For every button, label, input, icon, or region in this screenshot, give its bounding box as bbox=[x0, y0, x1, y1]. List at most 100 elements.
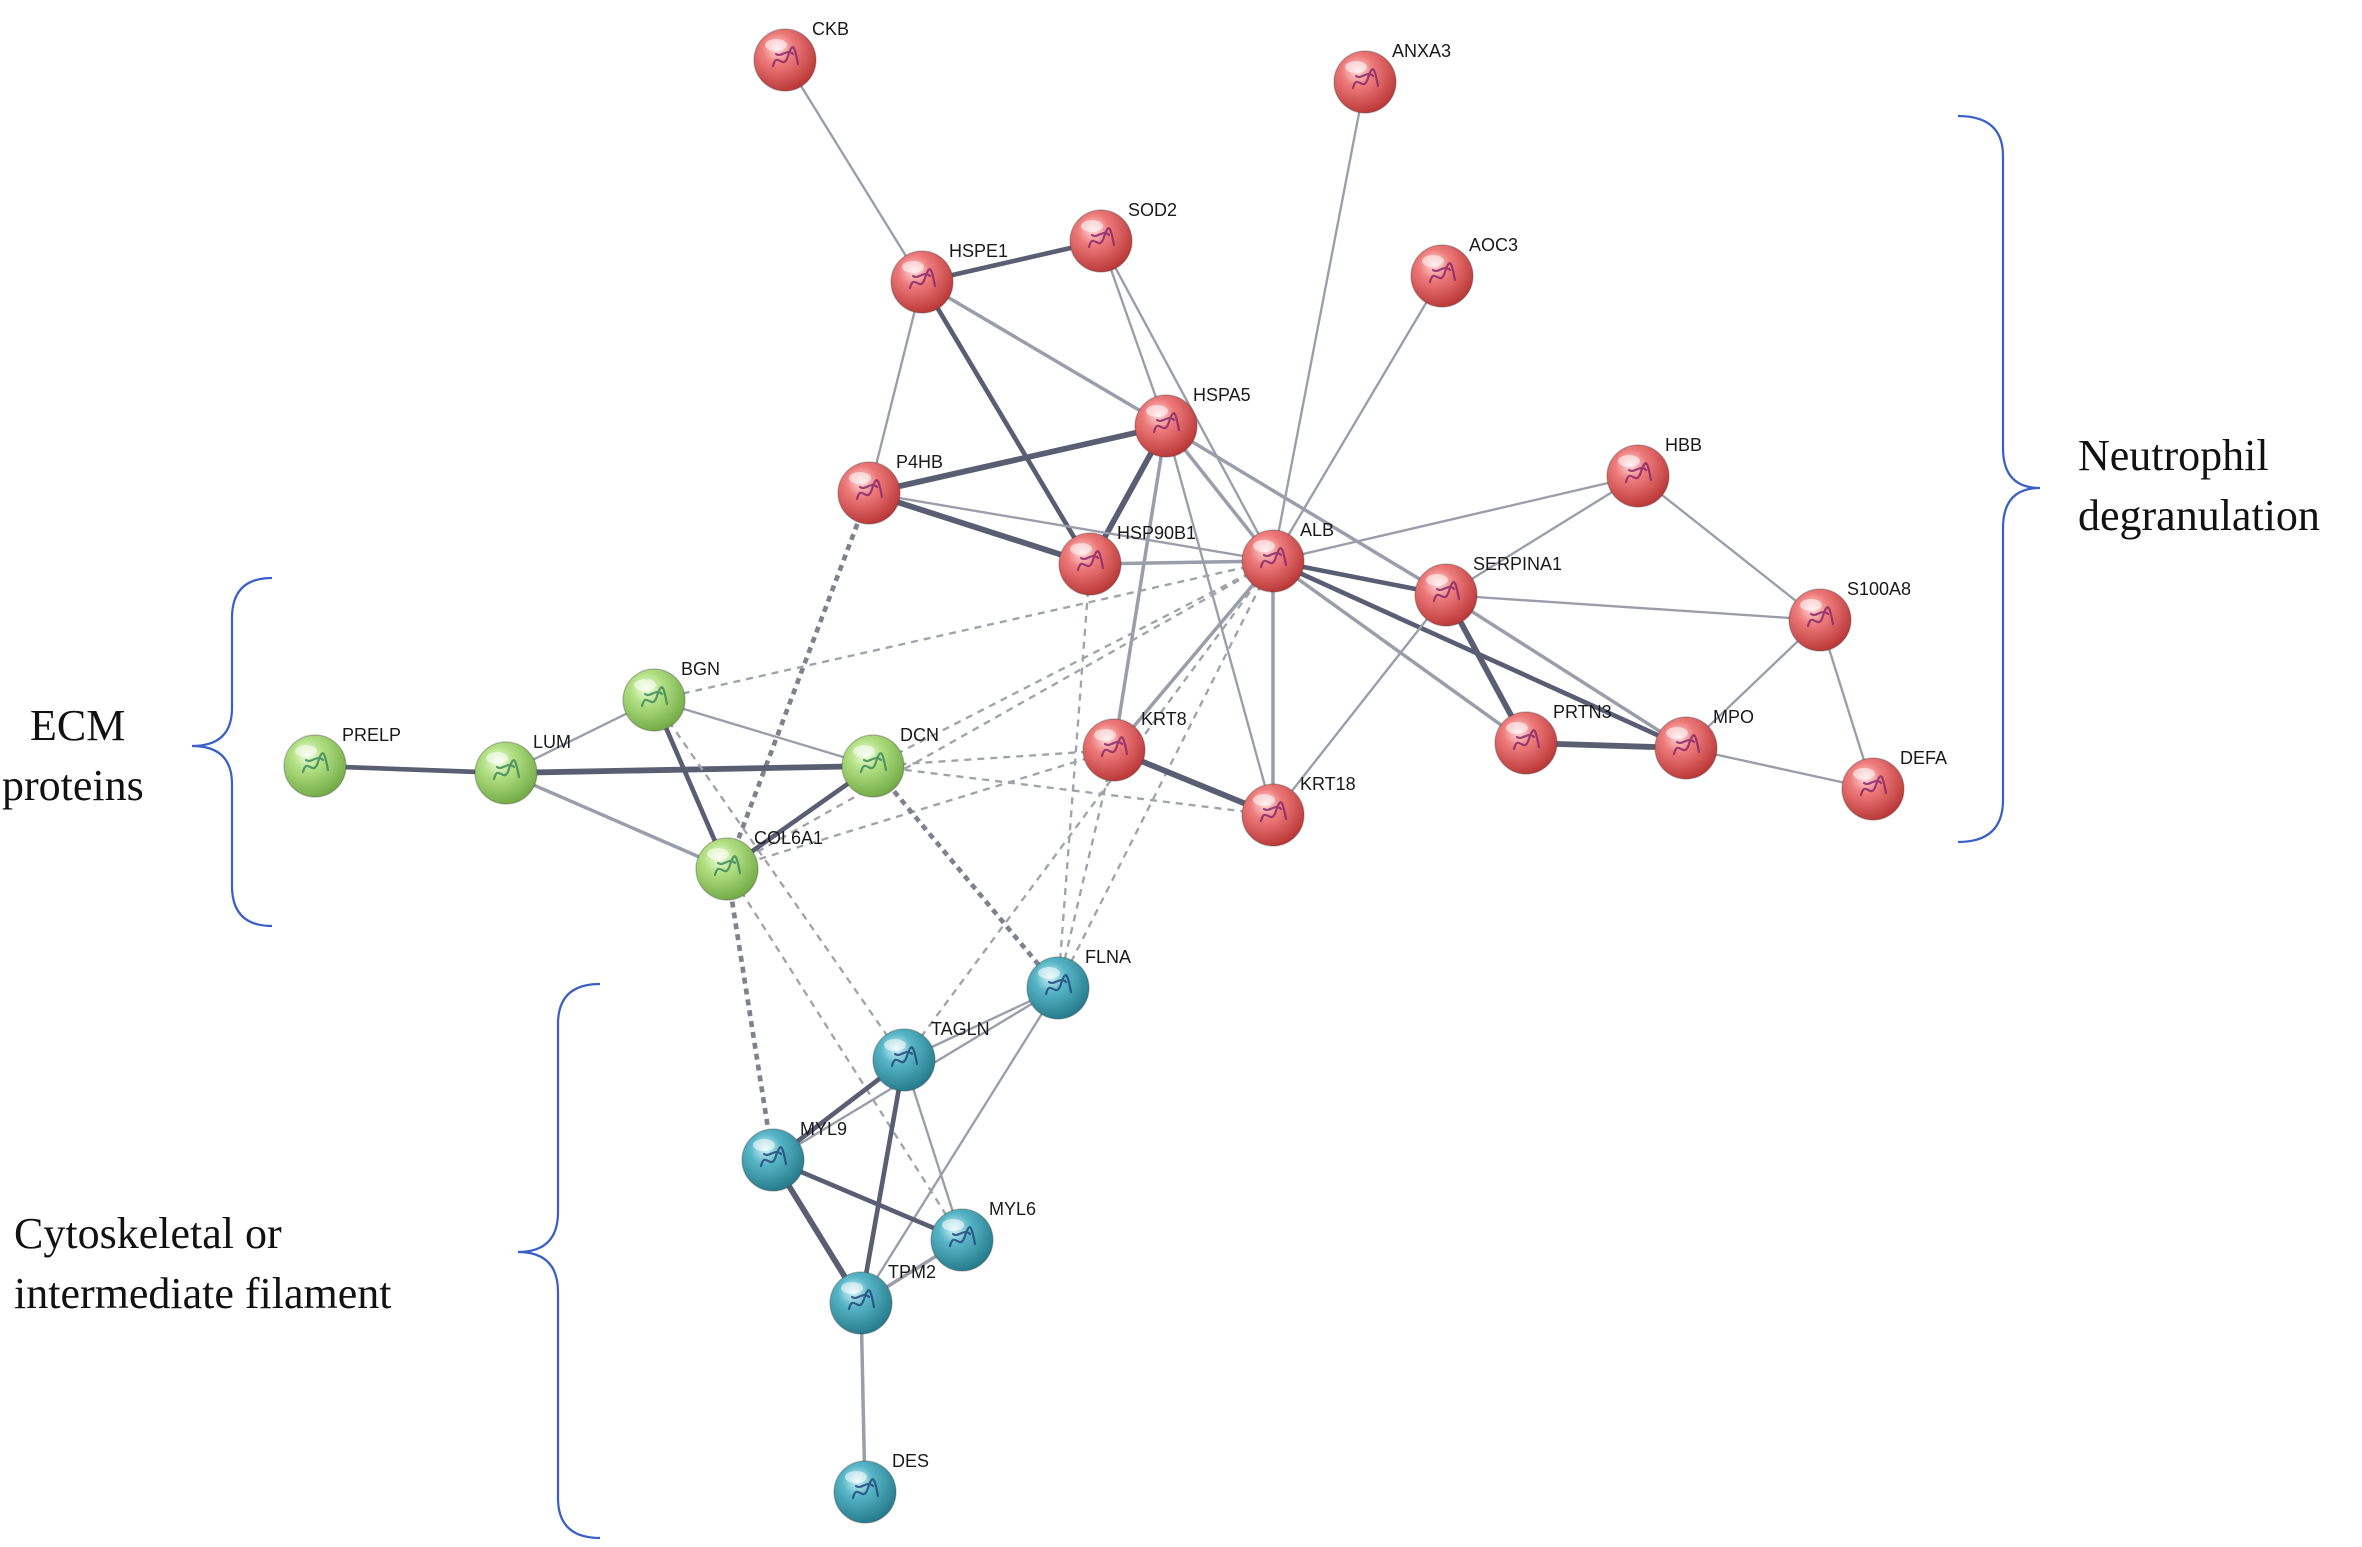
edge-alb-hbb bbox=[1271, 474, 1640, 563]
node-hbb[interactable]: HBB bbox=[1606, 435, 1702, 508]
protein-structure-icon bbox=[908, 268, 937, 290]
edge-serpina1-s100a8 bbox=[1444, 593, 1822, 622]
edge-p4hb-col6a1 bbox=[724, 492, 872, 870]
node-label: KRT18 bbox=[1300, 774, 1356, 794]
node-highlight bbox=[1070, 543, 1092, 555]
node-prtn3[interactable]: PRTN3 bbox=[1494, 702, 1612, 775]
node-bgn[interactable]: BGN bbox=[622, 659, 720, 732]
cluster-ecm: ECM proteins bbox=[2, 576, 273, 928]
node-sod2[interactable]: SOD2 bbox=[1069, 200, 1177, 273]
node-highlight bbox=[295, 745, 317, 757]
node-dcn[interactable]: DCN bbox=[841, 725, 939, 798]
node-col6a1[interactable]: COL6A1 bbox=[695, 828, 823, 901]
node-label: FLNA bbox=[1085, 947, 1131, 967]
edge-p4hb-alb bbox=[867, 491, 1275, 563]
edge-hspa5-krt8 bbox=[1112, 424, 1168, 752]
node-highlight bbox=[1253, 540, 1275, 552]
node-prelp[interactable]: PRELP bbox=[283, 725, 401, 798]
node-label: AOC3 bbox=[1469, 235, 1518, 255]
edge-alb-dcn bbox=[872, 559, 1274, 768]
node-label: SOD2 bbox=[1128, 200, 1177, 220]
node-mpo[interactable]: MPO bbox=[1654, 707, 1754, 780]
edge-lum-col6a1 bbox=[504, 771, 729, 871]
edge-alb-prtn3 bbox=[1271, 559, 1528, 745]
node-label: KRT8 bbox=[1141, 709, 1187, 729]
node-lum[interactable]: LUM bbox=[474, 732, 571, 805]
node-ckb[interactable]: CKB bbox=[753, 19, 849, 92]
protein-structure-icon bbox=[1806, 606, 1835, 628]
edge-hspa5-krt18 bbox=[1164, 424, 1275, 817]
node-defa[interactable]: DEFA bbox=[1841, 748, 1947, 821]
node-label: MYL9 bbox=[800, 1119, 847, 1139]
node-flna[interactable]: FLNA bbox=[1026, 947, 1131, 1020]
node-sphere bbox=[829, 1271, 893, 1335]
node-highlight bbox=[1422, 255, 1444, 267]
protein-structure-icon bbox=[890, 1046, 919, 1068]
node-label: HBB bbox=[1665, 435, 1702, 455]
edge-anxa3-alb bbox=[1271, 80, 1367, 563]
node-serpina1[interactable]: SERPINA1 bbox=[1414, 554, 1562, 627]
edge-alb-flna bbox=[1056, 560, 1275, 989]
cluster-cytoskeletal: Cytoskeletal or intermediate filament bbox=[14, 982, 601, 1540]
node-highlight bbox=[707, 848, 729, 860]
node-label: MYL6 bbox=[989, 1199, 1036, 1219]
protein-structure-icon bbox=[1672, 734, 1701, 756]
node-anxa3[interactable]: ANXA3 bbox=[1333, 41, 1451, 114]
edge-hsp90b1-flna bbox=[1056, 563, 1092, 989]
node-sphere bbox=[837, 461, 901, 525]
node-sphere bbox=[1410, 244, 1474, 308]
node-myl9[interactable]: MYL9 bbox=[741, 1119, 847, 1192]
node-s100a8[interactable]: S100A8 bbox=[1788, 579, 1911, 652]
node-alb[interactable]: ALB bbox=[1241, 520, 1334, 593]
node-label: HSPE1 bbox=[949, 241, 1008, 261]
node-sphere bbox=[833, 1460, 897, 1524]
node-tpm2[interactable]: TPM2 bbox=[829, 1262, 936, 1335]
protein-structure-icon bbox=[1351, 68, 1380, 90]
edge-lum-dcn bbox=[503, 763, 876, 776]
node-krt18[interactable]: KRT18 bbox=[1241, 774, 1356, 847]
node-highlight bbox=[1146, 405, 1168, 417]
node-sphere bbox=[283, 734, 347, 798]
edge-krt18-dcn bbox=[872, 764, 1274, 817]
node-highlight bbox=[884, 1039, 906, 1051]
protein-structure-icon bbox=[847, 1289, 876, 1311]
node-label: PRELP bbox=[342, 725, 401, 745]
node-p4hb[interactable]: P4HB bbox=[837, 452, 943, 525]
cluster-label-ecm-line2: proteins bbox=[2, 761, 144, 810]
node-sphere bbox=[872, 1028, 936, 1092]
node-krt8[interactable]: KRT8 bbox=[1082, 709, 1187, 782]
edge-krt8-dcn bbox=[872, 748, 1115, 768]
protein-structure-icon bbox=[1100, 736, 1129, 758]
edge-flna-tpm2 bbox=[859, 986, 1060, 1305]
node-label: SERPINA1 bbox=[1473, 554, 1562, 574]
node-highlight bbox=[753, 1139, 775, 1151]
node-label: P4HB bbox=[896, 452, 943, 472]
edge-alb-krt8 bbox=[1112, 559, 1275, 752]
node-aoc3[interactable]: AOC3 bbox=[1410, 235, 1518, 308]
protein-structure-icon bbox=[1044, 974, 1073, 996]
node-sphere bbox=[1069, 209, 1133, 273]
node-hspa5[interactable]: HSPA5 bbox=[1134, 385, 1251, 458]
node-highlight bbox=[1506, 722, 1528, 734]
node-label: PRTN3 bbox=[1553, 702, 1612, 722]
node-tagln[interactable]: TAGLN bbox=[872, 1019, 990, 1092]
node-des[interactable]: DES bbox=[833, 1451, 929, 1524]
node-sphere bbox=[1788, 588, 1852, 652]
edge-tagln-tpm2 bbox=[858, 1057, 907, 1306]
cluster-label-cytoskeletal-line2: intermediate filament bbox=[14, 1269, 392, 1318]
node-sphere bbox=[695, 837, 759, 901]
node-sphere bbox=[1606, 444, 1670, 508]
node-highlight bbox=[1853, 768, 1875, 780]
edge-krt8-flna bbox=[1056, 749, 1116, 989]
edge-serpina1-mpo bbox=[1444, 593, 1688, 750]
node-sphere bbox=[1494, 711, 1558, 775]
node-hsp90b1[interactable]: HSP90B1 bbox=[1058, 523, 1196, 596]
node-hspe1[interactable]: HSPE1 bbox=[890, 241, 1008, 314]
edge-aoc3-alb bbox=[1271, 274, 1444, 563]
protein-structure-icon bbox=[759, 1146, 788, 1168]
node-myl6[interactable]: MYL6 bbox=[930, 1199, 1036, 1272]
node-sphere bbox=[753, 28, 817, 92]
protein-structure-icon bbox=[855, 479, 884, 501]
